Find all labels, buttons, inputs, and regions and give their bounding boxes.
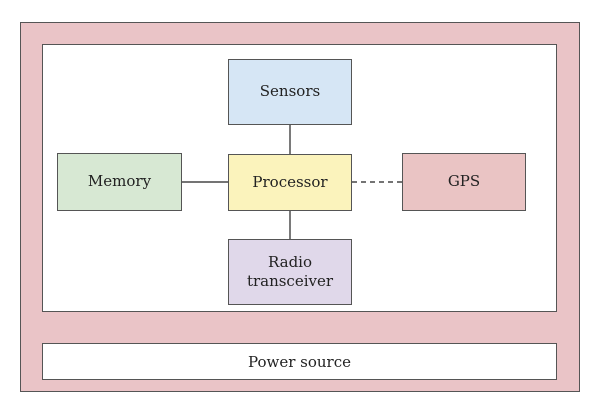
processor-block: Processor xyxy=(228,154,352,211)
power-source-bar: Power source xyxy=(42,343,557,380)
radio-transceiver-block: Radio transceiver xyxy=(228,239,352,305)
sensors-label: Sensors xyxy=(259,82,321,101)
gps-block: GPS xyxy=(402,153,526,211)
sensors-block: Sensors xyxy=(228,59,352,125)
processor-label: Processor xyxy=(252,172,328,191)
power-source-label: Power source xyxy=(247,352,351,371)
radio-transceiver-label: Radio transceiver xyxy=(246,252,334,291)
memory-label: Memory xyxy=(87,172,152,191)
memory-block: Memory xyxy=(57,153,182,211)
gps-label: GPS xyxy=(447,172,481,191)
